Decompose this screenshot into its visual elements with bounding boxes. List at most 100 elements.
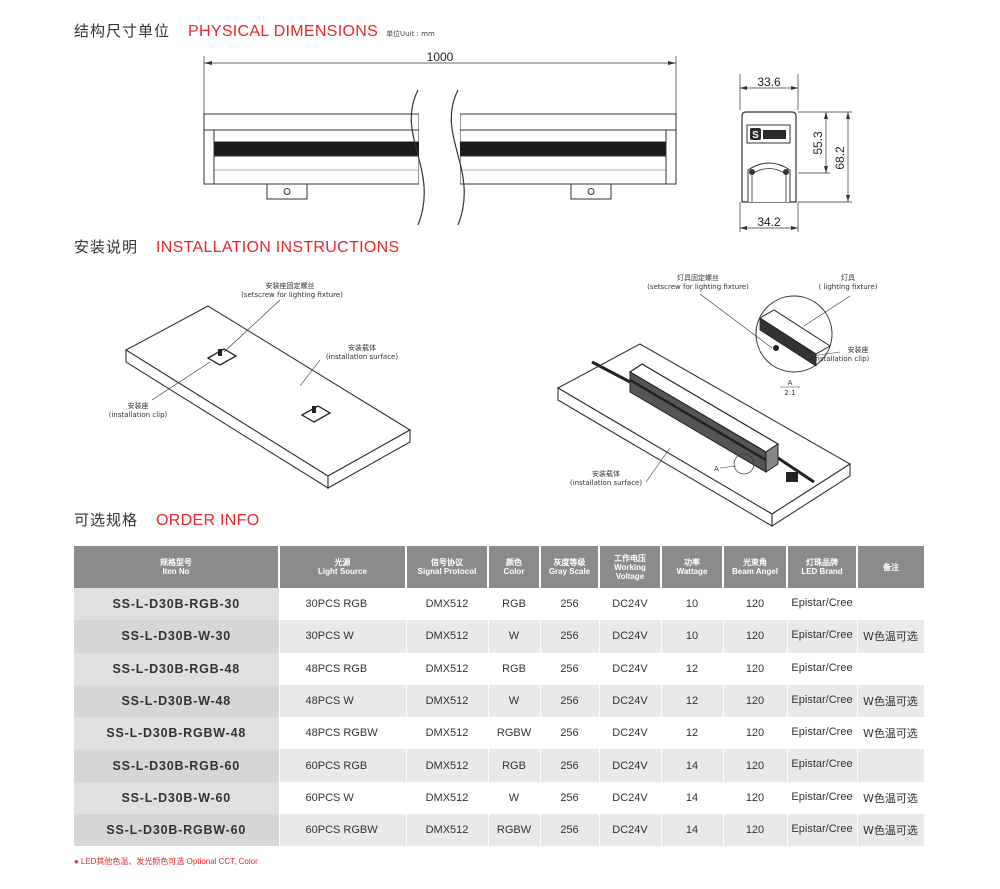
installation-clip-1	[206, 348, 238, 366]
right-fixture-label-zh: 灯具	[841, 273, 855, 282]
column-header-zh: 光束角	[743, 558, 767, 567]
table-cell: Epistar/Cree	[787, 588, 858, 621]
table-cell: DC24V	[599, 652, 662, 685]
table-cell: 120	[723, 814, 788, 847]
table-cell: 120	[723, 652, 788, 685]
table-cell: DC24V	[599, 749, 662, 782]
table-cell	[857, 749, 925, 782]
dim-length: 1000	[427, 50, 454, 64]
table-cell: 60PCS RGB	[279, 749, 407, 782]
table-cell: SS-L-D30B-W-48	[74, 684, 280, 718]
left-clip-label-zh: 安装座	[128, 401, 149, 410]
table-cell: Epistar/Cree	[787, 781, 858, 815]
table-cell: Epistar/Cree	[787, 749, 858, 782]
section-title-zh: 安装说明	[74, 238, 139, 256]
table-cell: W	[488, 684, 541, 718]
footnote-text: LED其他色温、发光颜色可选 Optional CCT, Color	[80, 857, 258, 866]
unit-note: 单位Uuit : mm	[386, 30, 435, 38]
section-title-en: ORDER INFO	[156, 512, 260, 529]
table-cell: W色温可选	[857, 620, 925, 653]
bar-right-segment	[459, 113, 677, 200]
table-cell: DMX512	[406, 620, 489, 653]
table-cell: Epistar/Cree	[787, 684, 858, 718]
table-cell: 10	[661, 588, 724, 621]
table-cell: RGBW	[488, 814, 541, 847]
installation-right-drawing: A 2:1 A 灯具固定螺丝 (setscrew for lighting fi…	[556, 273, 878, 528]
table-cell: 120	[723, 620, 788, 653]
column-header-en: Gray Scale	[548, 567, 591, 576]
dim-width-bottom: 34.2	[757, 215, 781, 229]
section-title-zh: 可选规格	[74, 511, 139, 529]
detail-scale: 2:1	[784, 389, 795, 397]
table-cell: DC24V	[599, 588, 662, 621]
section-title-zh: 结构尺寸单位	[74, 22, 171, 40]
table-cell: W色温可选	[857, 717, 925, 750]
detail-a-circle	[755, 295, 833, 373]
right-clip-label-zh: 安装座	[848, 345, 869, 354]
column-header-en: Beam Angel	[732, 567, 778, 576]
table-cell: DMX512	[406, 814, 489, 847]
section-title-dimensions: 结构尺寸单位 PHYSICAL DIMENSIONS 单位Uuit : mm	[74, 20, 435, 41]
left-surface-label-en: (installation surface)	[326, 353, 398, 361]
table-cell: DMX512	[406, 684, 489, 718]
column-header-en: Wattage	[676, 567, 708, 576]
end-view-drawing: 33.6 S 34.2 55.3 68.2	[739, 74, 852, 232]
bar-left-segment	[203, 113, 420, 200]
right-surface-label-zh: 安装载体	[592, 469, 620, 478]
table-cell: W	[488, 620, 541, 653]
column-header: 备注	[857, 546, 924, 588]
left-screw-label-zh: 安装座固定螺丝	[266, 281, 315, 290]
table-cell: 120	[723, 684, 788, 718]
right-surface-label-en: (installation surface)	[570, 479, 642, 487]
table-cell: DMX512	[406, 717, 489, 750]
brand-logo: S	[750, 128, 786, 141]
table-cell: Epistar/Cree	[787, 814, 858, 847]
table-cell: 12	[661, 684, 724, 718]
column-header-zh: 光源	[334, 558, 351, 567]
table-cell: RGB	[488, 652, 541, 685]
table-cell: 12	[661, 717, 724, 750]
table-cell: 120	[723, 749, 788, 782]
section-title-installation: 安装说明 INSTALLATION INSTRUCTIONS	[74, 236, 399, 257]
table-cell: SS-L-D30B-RGB-48	[74, 652, 280, 685]
table-cell: SS-L-D30B-RGBW-48	[74, 717, 280, 750]
table-cell: Epistar/Cree	[787, 620, 858, 653]
table-cell: 48PCS RGB	[279, 652, 407, 685]
side-view-drawing: 1000	[203, 50, 677, 226]
column-header-en: Signal Protocol	[417, 567, 477, 576]
table-cell: W色温可选	[857, 684, 925, 718]
table-cell: RGB	[488, 749, 541, 782]
table-cell: 14	[661, 749, 724, 782]
column-header-en: Iten No	[162, 567, 190, 576]
table-cell: 14	[661, 814, 724, 847]
table-cell: DC24V	[599, 781, 662, 815]
table-cell: SS-L-D30B-RGB-60	[74, 749, 280, 782]
column-header-zh: 颜色	[506, 558, 522, 567]
table-cell: 60PCS RGBW	[279, 814, 407, 847]
table-cell: RGB	[488, 588, 541, 621]
column-header-zh: 信号协议	[431, 558, 463, 567]
table-cell: 256	[540, 814, 600, 847]
footnote: ●LED其他色温、发光颜色可选 Optional CCT, Color	[74, 856, 258, 867]
table-cell: 120	[723, 588, 788, 621]
installation-clip-2	[300, 405, 332, 423]
table-cell: DC24V	[599, 717, 662, 750]
table-cell: DMX512	[406, 652, 489, 685]
left-surface-label-zh: 安装载体	[348, 343, 376, 352]
table-cell: W色温可选	[857, 781, 925, 815]
svg-text:S: S	[752, 130, 759, 141]
table-cell: DC24V	[599, 620, 662, 653]
